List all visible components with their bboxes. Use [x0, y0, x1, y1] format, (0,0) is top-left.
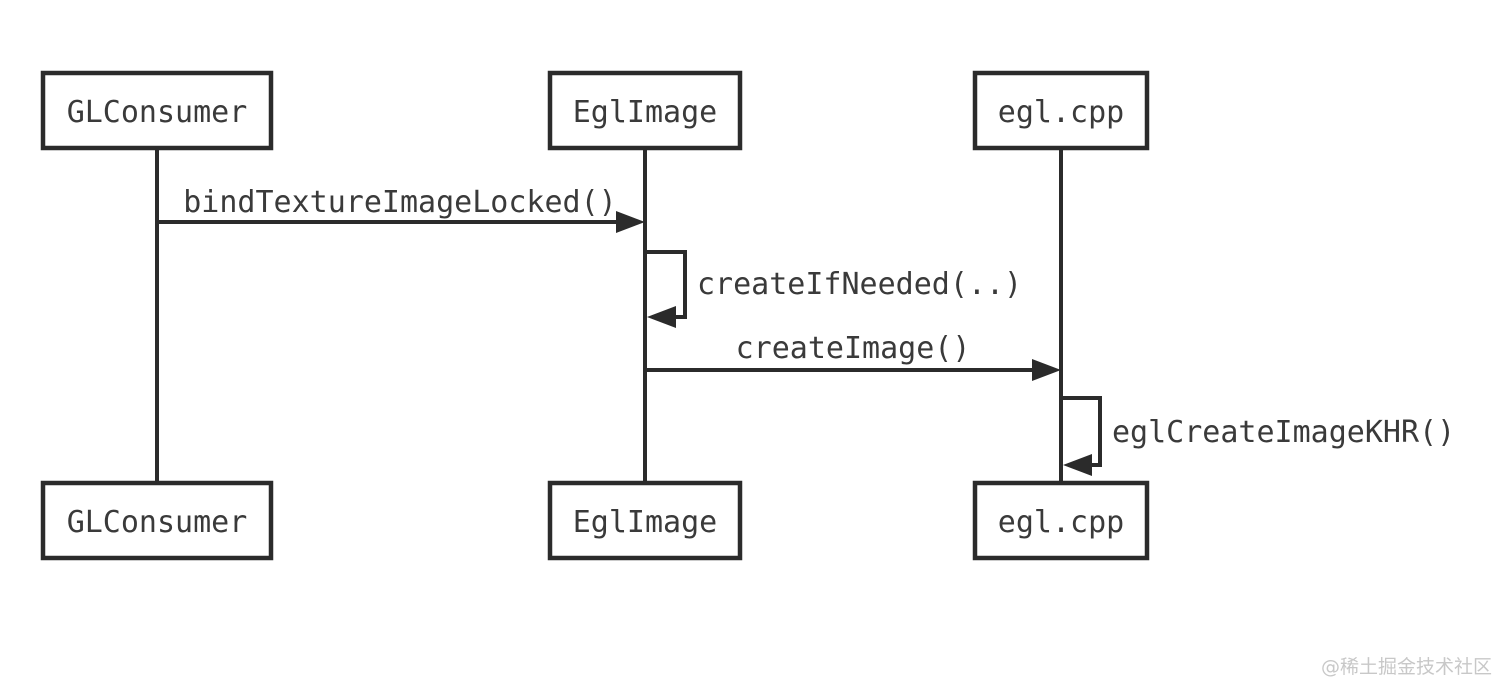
actor-box-eglcpp-top: egl.cpp	[972, 70, 1150, 151]
actor-label: GLConsumer	[67, 95, 248, 130]
actor-box-eglimage-top: EglImage	[547, 70, 743, 151]
arrowhead-left-icon	[1063, 454, 1092, 476]
message-createifneeded-self-loop: createIfNeeded(..)	[647, 250, 1022, 328]
actor-label: EglImage	[573, 95, 718, 130]
arrowhead-left-icon	[647, 306, 676, 328]
self-loop-line	[647, 250, 687, 319]
actor-box-glconsumer-bottom: GLConsumer	[40, 480, 274, 561]
message-label: bindTextureImageLocked()	[183, 185, 616, 220]
actor-box-eglcpp-bottom: egl.cpp	[972, 480, 1150, 561]
self-loop-line	[1063, 396, 1102, 467]
message-eglcreateimagekhr-self-loop: eglCreateImageKHR()	[1063, 396, 1455, 476]
message-label: createImage()	[736, 331, 971, 366]
message-bindtextureimagelocked: bindTextureImageLocked()	[157, 185, 645, 233]
actor-label: egl.cpp	[998, 95, 1124, 130]
actor-box-glconsumer-top: GLConsumer	[40, 70, 274, 151]
message-label: createIfNeeded(..)	[697, 267, 1022, 302]
arrowhead-right-icon	[1032, 359, 1061, 381]
actor-label: egl.cpp	[998, 505, 1124, 540]
watermark-text: @稀土掘金技术社区	[1321, 656, 1492, 678]
message-createimage: createImage()	[645, 331, 1061, 381]
actor-label: EglImage	[573, 505, 718, 540]
arrowhead-right-icon	[616, 211, 645, 233]
message-label: eglCreateImageKHR()	[1112, 415, 1455, 450]
actor-box-eglimage-bottom: EglImage	[547, 480, 743, 561]
actor-label: GLConsumer	[67, 505, 248, 540]
